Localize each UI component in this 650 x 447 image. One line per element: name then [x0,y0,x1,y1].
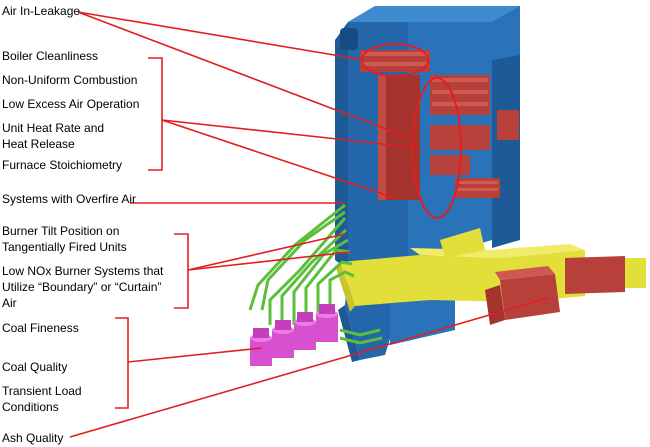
label-coal-quality: Coal Quality [2,360,68,374]
label-low-nox-line2: Utilize “Boundary” or “Curtain” [2,280,162,294]
pulverizers [250,304,338,366]
label-non-uniform-combustion: Non-Uniform Combustion [2,73,138,87]
label-transient-load-line1: Transient Load [2,384,82,398]
label-boiler-cleanliness: Boiler Cleanliness [2,49,99,63]
label-low-nox-line3: Air [2,296,17,310]
label-low-nox-line1: Low NOx Burner Systems that [2,264,164,278]
label-air-in-leakage: Air In-Leakage [2,4,81,18]
brackets [115,57,189,409]
label-unit-heat-rate-line1: Unit Heat Rate and [2,121,105,135]
label-low-excess-air: Low Excess Air Operation [2,97,140,111]
label-burner-tilt-line2: Tangentially Fired Units [2,240,127,254]
air-ducts [336,228,646,325]
label-coal-fineness: Coal Fineness [2,321,79,335]
label-ash-quality: Ash Quality [2,431,64,445]
label-overfire-air: Systems with Overfire Air [2,192,137,206]
leader-lines [69,11,549,438]
label-transient-load-line2: Conditions [2,400,59,414]
label-furnace-stoichiometry: Furnace Stoichiometry [2,158,123,172]
label-unit-heat-rate-line2: Heat Release [2,137,75,151]
coal-pipes [248,203,383,345]
label-burner-tilt-line1: Burner Tilt Position on [2,224,120,238]
